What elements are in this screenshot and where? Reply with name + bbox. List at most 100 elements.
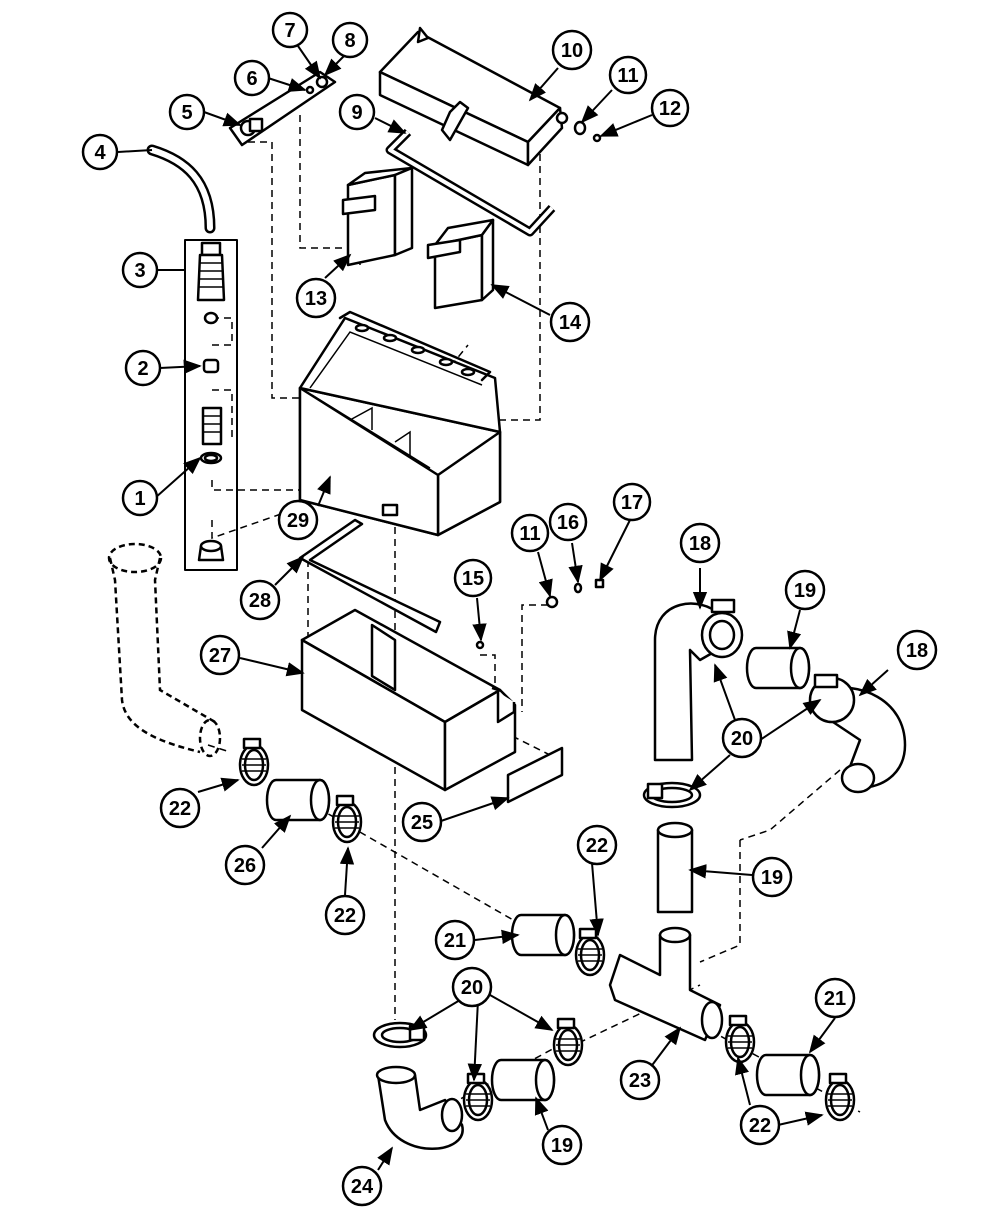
callout-19b: 19	[751, 856, 793, 898]
callout-24-label: 24	[351, 1176, 374, 1198]
part-18-elbow-hose-b	[808, 673, 907, 794]
callout-21b-label: 21	[824, 988, 846, 1010]
callout-3-label: 3	[134, 260, 145, 282]
callout-18a-label: 18	[689, 533, 711, 555]
part-27-housing	[300, 608, 517, 792]
part-22-clamp-tee-left	[574, 927, 606, 977]
part-13-dispenser-cup	[341, 166, 414, 267]
callout-22c: 22	[576, 824, 618, 866]
callout-24: 24	[341, 1165, 383, 1207]
callout-28-label: 28	[249, 590, 271, 612]
part-16-lockwasher	[573, 582, 583, 594]
part-19-tube	[656, 821, 694, 914]
callout-19a: 19	[784, 569, 826, 611]
callout-3: 3	[121, 251, 159, 289]
part-24-elbow	[375, 1065, 464, 1150]
callout-12-label: 12	[659, 98, 681, 120]
part-15-screw	[475, 640, 485, 650]
part-11-washer	[573, 120, 587, 136]
part-3-fitting-kit	[184, 239, 238, 571]
callout-9: 9	[338, 93, 376, 131]
callout-29: 29	[277, 499, 319, 541]
callout-6-label: 6	[246, 68, 257, 90]
callout-10-label: 10	[561, 40, 583, 62]
part-2-nozzle	[202, 358, 220, 374]
part-19-coupling-lower	[490, 1058, 556, 1102]
callout-9-label: 9	[351, 102, 362, 124]
callout-19b-label: 19	[761, 867, 783, 889]
callout-14-label: 14	[559, 312, 582, 334]
callout-14: 14	[549, 301, 591, 343]
callout-22a: 22	[159, 787, 201, 829]
part-14-dispenser-cup	[426, 218, 495, 310]
callout-21a: 21	[434, 919, 476, 961]
callout-17: 17	[612, 482, 652, 522]
part-22-clamp-tee-right	[724, 1014, 756, 1064]
callout-18b: 18	[896, 629, 938, 671]
callout-22d-label: 22	[749, 1115, 771, 1137]
callout-23: 23	[619, 1059, 661, 1101]
part-17-nut	[594, 578, 605, 589]
callout-1-label: 1	[134, 488, 145, 510]
part-21-coupling-left	[510, 913, 576, 957]
callout-20b-label: 20	[461, 977, 483, 999]
callout-27-label: 27	[209, 645, 231, 667]
part-20-clamp-lower-right	[552, 1017, 584, 1067]
part-19-coupling-upper	[745, 646, 811, 690]
callout-11b: 11	[510, 513, 550, 553]
callout-5-label: 5	[181, 102, 192, 124]
part-23-tee	[608, 926, 724, 1042]
part-21-coupling-right	[755, 1053, 821, 1097]
callout-18a: 18	[679, 522, 721, 564]
callout-8: 8	[331, 21, 369, 59]
callout-11a-label: 11	[617, 65, 638, 87]
part-4-hose	[146, 144, 216, 234]
part-10-lid	[378, 26, 569, 167]
callout-19a-label: 19	[794, 580, 816, 602]
callout-13: 13	[295, 277, 337, 319]
part-20-clamp-elbow	[462, 1072, 494, 1122]
assembly-guide-lines	[207, 115, 861, 1113]
callout-18b-label: 18	[906, 640, 928, 662]
part-20-clamp-right	[642, 781, 702, 809]
part-18-elbow-hose-a	[653, 598, 744, 762]
callout-26: 26	[224, 844, 266, 886]
callout-21b: 21	[814, 977, 856, 1019]
callout-6: 6	[233, 59, 271, 97]
callout-16-label: 16	[557, 512, 579, 534]
callout-12: 12	[650, 88, 690, 128]
callout-7: 7	[271, 11, 309, 49]
callout-13-label: 13	[305, 288, 327, 310]
part-12-screw	[592, 133, 602, 143]
callout-25: 25	[401, 801, 443, 843]
callout-8-label: 8	[344, 30, 355, 52]
callouts: 1 2 3 4 5 6 7 8 9 10 11 12 13 14 15 11 1…	[81, 11, 938, 1207]
callout-7-label: 7	[284, 20, 295, 42]
callout-27: 27	[199, 634, 241, 676]
part-25-label	[506, 746, 564, 804]
callout-17-label: 17	[621, 492, 643, 514]
ghost-hose	[107, 542, 222, 758]
callout-26-label: 26	[234, 855, 256, 877]
part-22-clamp-left-a	[238, 737, 270, 787]
callout-22d: 22	[739, 1104, 781, 1146]
callout-15: 15	[453, 558, 493, 598]
callout-2-label: 2	[137, 358, 148, 380]
part-26-coupling	[265, 778, 331, 822]
callout-19c-label: 19	[551, 1135, 573, 1157]
part-9-rod	[385, 128, 556, 237]
callout-22b: 22	[324, 894, 366, 936]
callout-2: 2	[124, 349, 162, 387]
callout-20a: 20	[721, 717, 763, 759]
callout-20a-label: 20	[731, 728, 753, 750]
part-22-clamp-left-b	[331, 794, 363, 844]
callout-23-label: 23	[629, 1070, 651, 1092]
callout-4-label: 4	[94, 142, 106, 164]
callout-11a: 11	[608, 55, 648, 95]
leader-lines	[117, 45, 889, 1171]
callout-21a-label: 21	[444, 930, 466, 952]
part-11b-washer	[545, 595, 559, 609]
callout-25-label: 25	[411, 812, 433, 834]
part-28-bar	[298, 518, 442, 634]
